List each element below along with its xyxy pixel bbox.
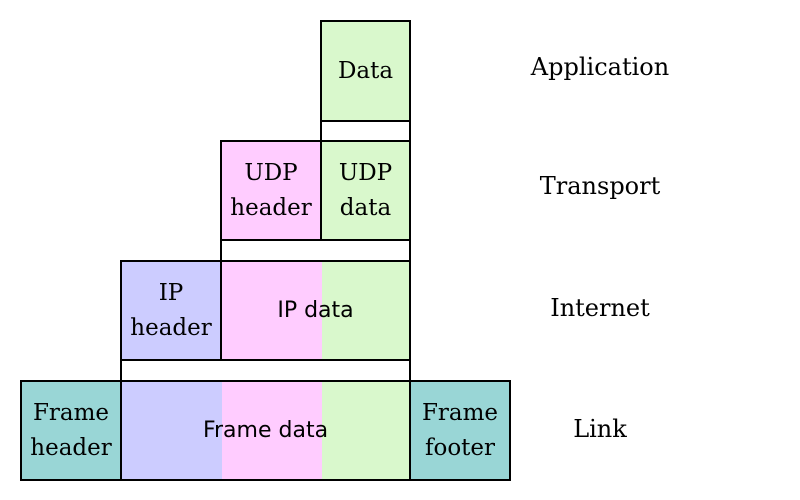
ip-data-box: IP data [220, 260, 411, 361]
ip-data-udp-header-segment [222, 262, 322, 359]
udp-header-text: UDP header [230, 159, 312, 221]
layer-label-internet: Internet [550, 294, 650, 322]
udp-header-box: UDP header [220, 140, 322, 241]
frame-footer-text: Frame footer [421, 399, 499, 461]
udp-data-box: UDP data [320, 140, 411, 241]
frame-data-udp-data-segment [322, 382, 409, 479]
frame-header-box: Frame header [20, 380, 122, 481]
frame-header-text: Frame header [30, 399, 112, 461]
connector-application-transport [320, 120, 411, 142]
ip-header-box: IP header [120, 260, 222, 361]
frame-data-udp-header-segment [222, 382, 322, 479]
layer-label-link: Link [573, 415, 627, 443]
frame-data-box: Frame data [120, 380, 411, 481]
application-data-box: Data [320, 20, 411, 122]
connector-transport-internet [220, 239, 411, 262]
ip-header-text: IP header [130, 279, 212, 341]
layer-label-transport: Transport [539, 172, 661, 200]
ip-data-udp-data-segment [322, 262, 409, 359]
frame-data-text: Frame data [202, 418, 329, 443]
application-data-text: Data [337, 57, 394, 84]
ip-data-text: IP data [277, 298, 354, 323]
frame-footer-box: Frame footer [409, 380, 511, 481]
frame-data-ip-header-segment [122, 382, 222, 479]
udp-data-text: UDP data [338, 159, 393, 221]
layer-label-application: Application [530, 53, 670, 81]
connector-internet-link [120, 359, 411, 382]
